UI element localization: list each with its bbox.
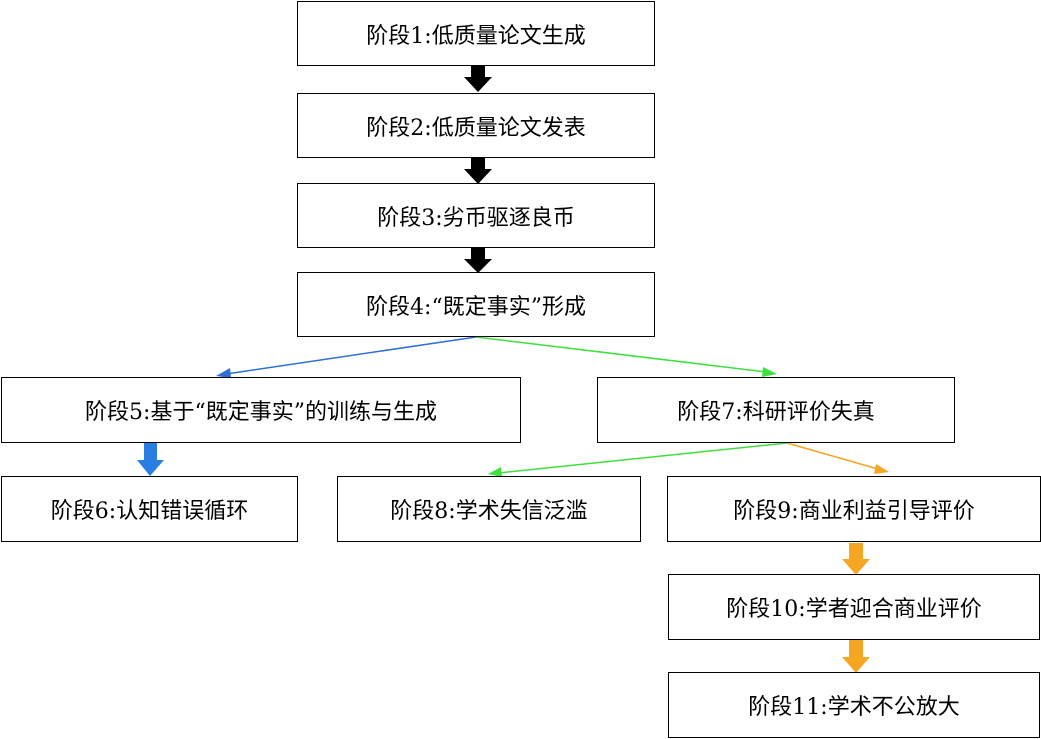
arrow-s1-s2 — [464, 66, 492, 92]
stage-4-box: 阶段4:“既定事实”形成 — [297, 272, 655, 337]
stage-8-label: 阶段8:学术失信泛滥 — [390, 499, 588, 524]
stage-6-label: 阶段6:认知错误循环 — [50, 499, 249, 524]
arrow-s4-s5 — [216, 336, 477, 378]
stage-2-box: 阶段2:低质量论文发表 — [297, 93, 655, 158]
arrow-s3-s4 — [464, 248, 492, 273]
arrow-s9-s10 — [842, 543, 870, 575]
stage-10-label: 阶段10:学者迎合商业评价 — [726, 597, 982, 622]
stage-11-box: 阶段11:学术不公放大 — [668, 672, 1040, 738]
arrow-s4-s7 — [475, 336, 777, 377]
stage-6-box: 阶段6:认知错误循环 — [1, 476, 298, 542]
stage-8-box: 阶段8:学术失信泛滥 — [337, 476, 641, 542]
arrow-s2-s3 — [464, 158, 492, 184]
stage-7-box: 阶段7:科研评价失真 — [597, 377, 955, 443]
stage-9-box: 阶段9:商业利益引导评价 — [667, 476, 1041, 542]
arrow-s7-s8 — [488, 442, 788, 477]
stage-1-label: 阶段1:低质量论文生成 — [366, 23, 586, 49]
arrow-s7-s9 — [786, 442, 889, 474]
stage-3-label: 阶段3:劣币驱逐良币 — [377, 205, 575, 231]
stage-5-box: 阶段5:基于“既定事实”的训练与生成 — [1, 377, 521, 443]
stage-1-box: 阶段1:低质量论文生成 — [297, 1, 655, 66]
stage-3-box: 阶段3:劣币驱逐良币 — [297, 183, 655, 248]
stage-7-label: 阶段7:科研评价失真 — [677, 400, 875, 425]
stage-11-label: 阶段11:学术不公放大 — [748, 695, 960, 720]
arrow-s10-s11 — [842, 640, 870, 673]
stage-4-label: 阶段4:“既定事实”形成 — [366, 294, 586, 320]
stage-5-label: 阶段5:基于“既定事实”的训练与生成 — [85, 400, 437, 425]
arrow-s5-s6 — [137, 443, 164, 476]
stage-2-label: 阶段2:低质量论文发表 — [366, 115, 586, 141]
stage-10-box: 阶段10:学者迎合商业评价 — [668, 574, 1040, 640]
stage-9-label: 阶段9:商业利益引导评价 — [733, 499, 975, 524]
